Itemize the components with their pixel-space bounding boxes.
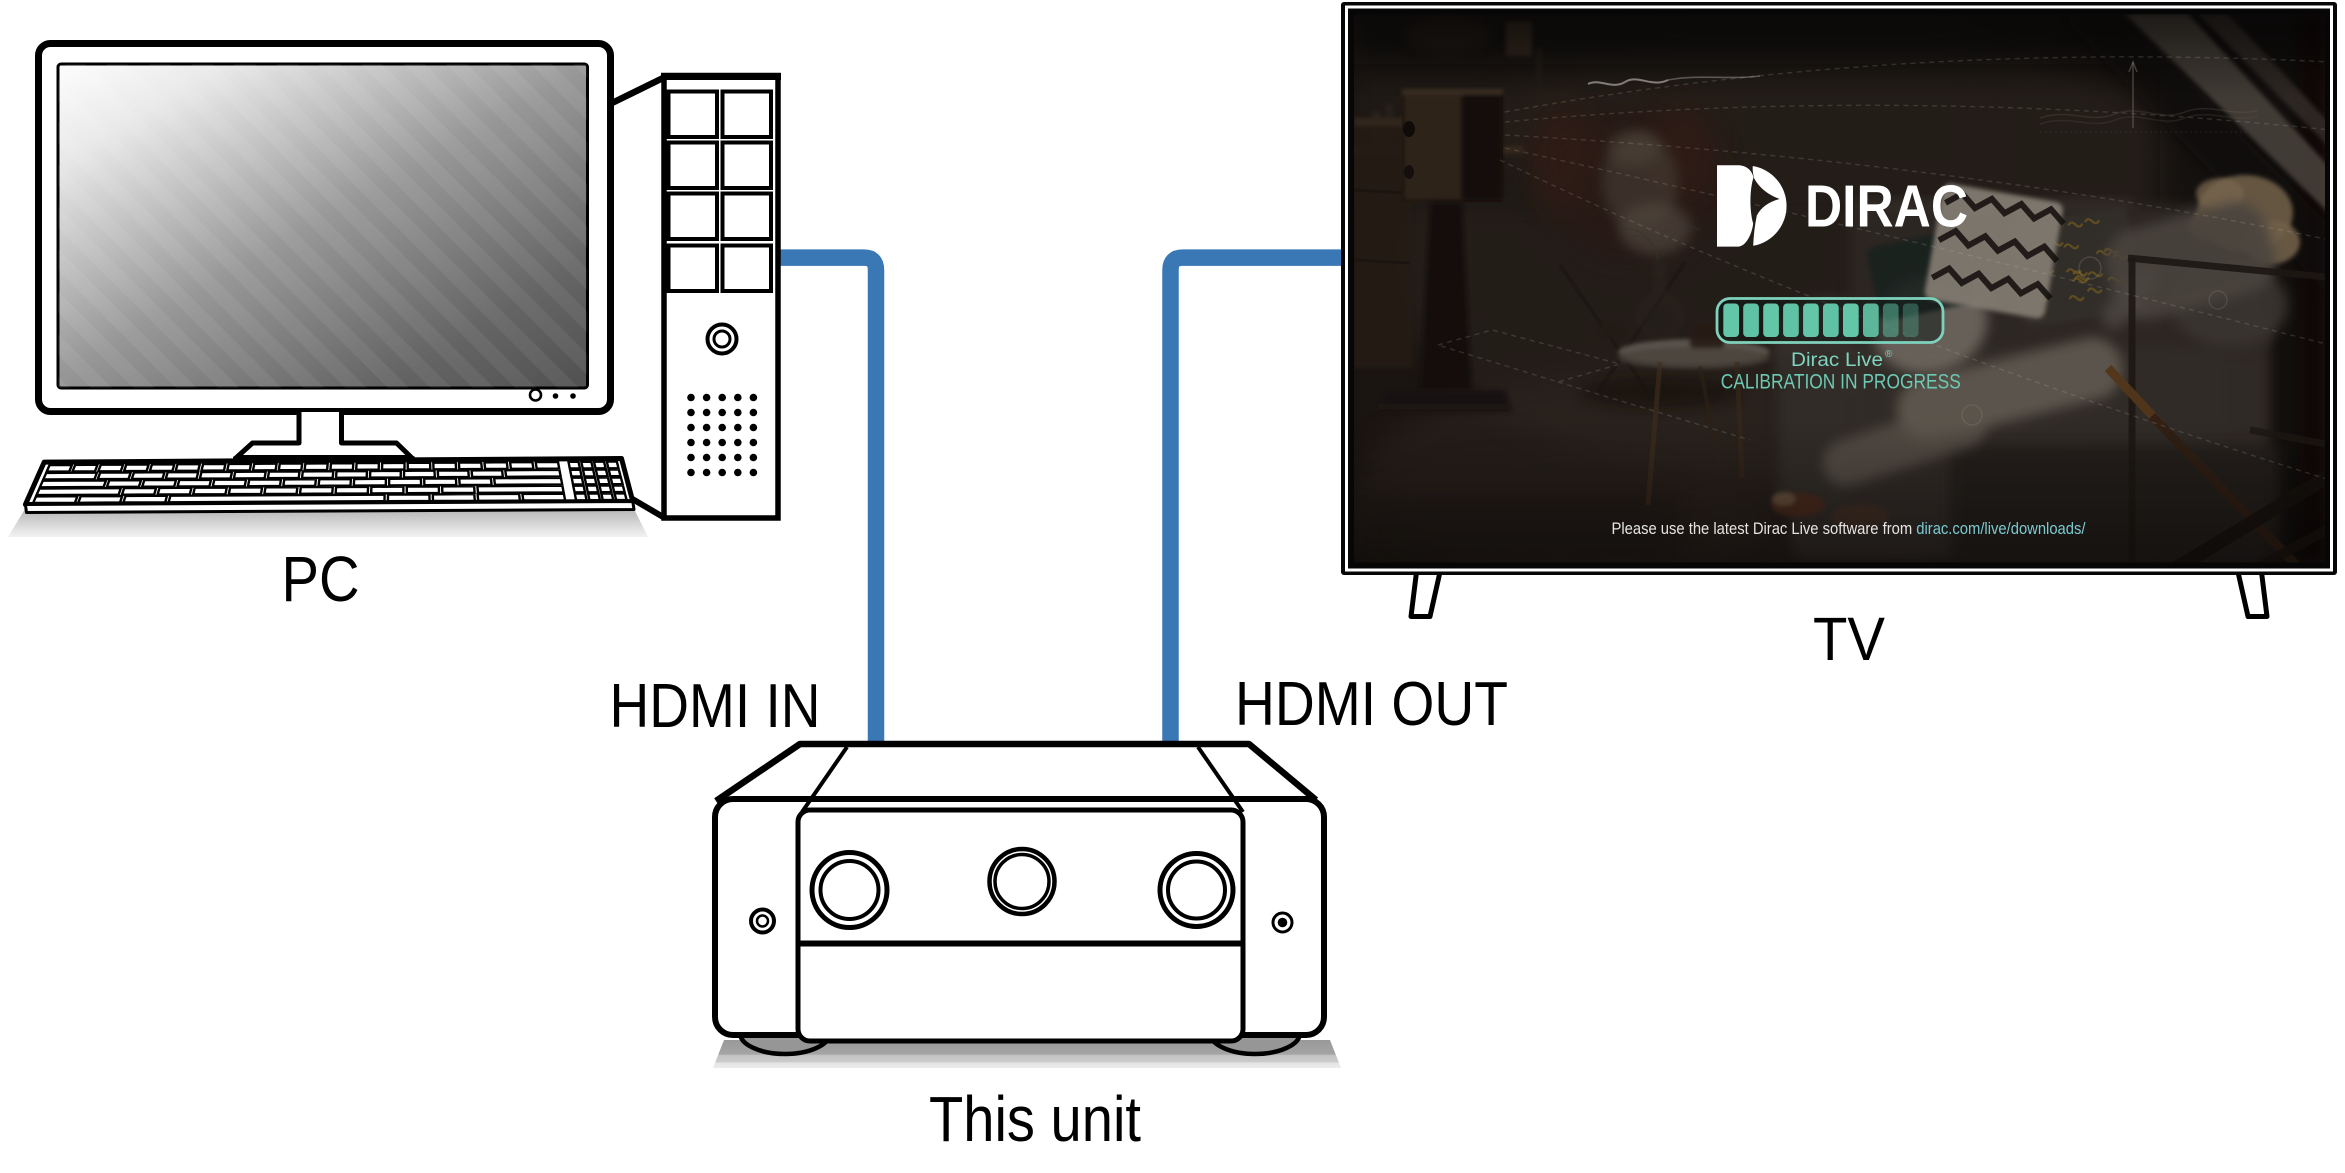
svg-text:®: ®: [1885, 349, 1893, 360]
svg-text:This unit: This unit: [929, 1083, 1141, 1155]
svg-text:TV: TV: [1813, 605, 1885, 673]
svg-text:Dirac Live: Dirac Live: [1791, 349, 1883, 371]
svg-text:Please use the latest Dirac Li: Please use the latest Dirac Live softwar…: [1612, 519, 2086, 538]
svg-text:DIRAC: DIRAC: [1805, 174, 1968, 240]
svg-text:HDMI OUT: HDMI OUT: [1235, 670, 1508, 739]
svg-text:CALIBRATION IN PROGRESS: CALIBRATION IN PROGRESS: [1721, 371, 1961, 394]
svg-text:HDMI IN: HDMI IN: [610, 672, 821, 741]
svg-text:PC: PC: [282, 543, 360, 615]
